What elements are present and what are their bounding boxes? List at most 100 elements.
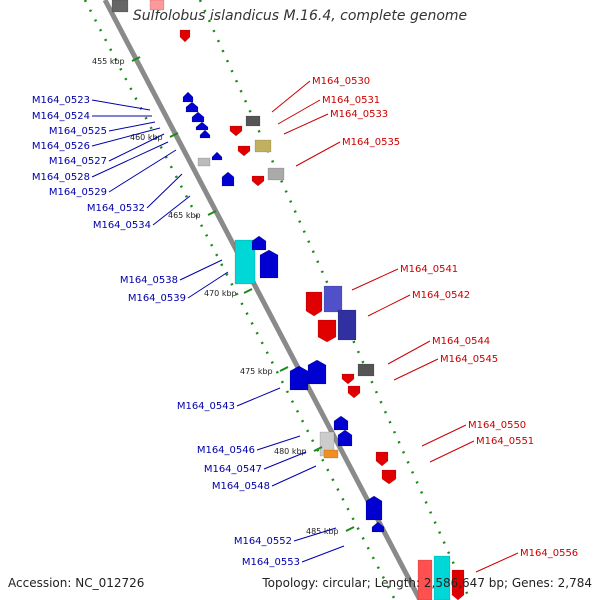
gene-label-forward: M164_0556 <box>520 548 578 559</box>
gene-block <box>199 129 211 139</box>
gene-label-reverse: M164_0547 <box>204 464 262 475</box>
kbp-marker-label: 485 kbp <box>306 527 339 536</box>
gene-label-reverse: M164_0538 <box>120 275 178 286</box>
gene-label-reverse: M164_0543 <box>177 401 235 412</box>
gene-block <box>333 415 349 431</box>
gene-block <box>347 385 361 399</box>
gene-label-forward: M164_0533 <box>330 109 388 120</box>
gene-block <box>111 0 129 13</box>
reverse-leader-line <box>91 141 169 178</box>
gene-label-reverse: M164_0548 <box>212 481 270 492</box>
gene-block <box>305 291 323 317</box>
reverse-leader-line <box>293 527 337 542</box>
gene-block <box>451 569 465 600</box>
kbp-marker-label: 455 kbp <box>92 57 125 66</box>
gene-label-reverse: M164_0534 <box>93 220 151 231</box>
gene-block <box>185 101 199 113</box>
gene-block <box>337 429 353 447</box>
gene-label-reverse: M164_0528 <box>32 172 90 183</box>
gene-label-forward: M164_0545 <box>440 354 498 365</box>
gene-block <box>307 359 327 385</box>
gene-block <box>381 469 397 485</box>
kbp-marker-label: 475 kbp <box>240 367 273 376</box>
gene-block <box>179 29 191 43</box>
reverse-strand-guide <box>83 0 397 600</box>
kbp-marker-label: 480 kbp <box>274 447 307 456</box>
reverse-leader-line <box>236 387 281 407</box>
forward-leader-line <box>393 358 439 381</box>
kbp-tick <box>243 288 253 294</box>
reverse-leader-line <box>91 99 151 111</box>
gene-label-reverse: M164_0525 <box>49 126 107 137</box>
gene-block <box>245 115 261 127</box>
forward-leader-line <box>421 424 467 447</box>
forward-leader-line <box>475 552 519 573</box>
gene-label-reverse: M164_0526 <box>32 141 90 152</box>
gene-block <box>251 235 267 251</box>
gene-label-reverse: M164_0539 <box>128 293 186 304</box>
reverse-leader-line <box>91 127 161 147</box>
reverse-leader-line <box>256 435 301 451</box>
gene-label-forward: M164_0531 <box>322 95 380 106</box>
reverse-leader-line <box>146 173 183 209</box>
forward-leader-line <box>429 440 475 463</box>
topology-label: Topology: circular; Length: 2,586,647 bp… <box>262 576 592 590</box>
gene-label-forward: M164_0541 <box>400 264 458 275</box>
gene-block <box>341 373 355 385</box>
forward-leader-line <box>271 80 311 113</box>
kbp-tick <box>207 210 217 216</box>
gene-label-reverse: M164_0532 <box>87 203 145 214</box>
reverse-leader-line <box>108 149 177 193</box>
gene-block <box>234 239 256 285</box>
reverse-leader-line <box>187 271 229 299</box>
gene-block <box>221 171 235 187</box>
gene-block <box>182 91 194 103</box>
gene-block <box>229 125 243 137</box>
gene-block <box>365 495 383 521</box>
gene-label-reverse: M164_0527 <box>49 156 107 167</box>
gene-block <box>191 111 205 123</box>
reverse-leader-line <box>263 451 307 470</box>
gene-label-forward: M164_0535 <box>342 137 400 148</box>
gene-label-reverse: M164_0529 <box>49 187 107 198</box>
gene-label-reverse: M164_0552 <box>234 536 292 547</box>
gene-block <box>197 157 211 167</box>
kbp-tick <box>345 526 355 532</box>
kbp-marker-label: 460 kbp <box>130 133 163 142</box>
forward-leader-line <box>295 141 341 167</box>
gene-block <box>433 555 451 600</box>
gene-label-forward: M164_0544 <box>432 336 490 347</box>
kbp-tick <box>169 132 179 138</box>
gene-block <box>337 309 357 341</box>
kbp-tick <box>131 56 141 62</box>
forward-leader-line <box>351 268 399 291</box>
kbp-marker-label: 465 kbp <box>168 211 201 220</box>
reverse-leader-line <box>271 465 317 487</box>
gene-block <box>267 167 285 181</box>
gene-label-reverse: M164_0524 <box>32 111 90 122</box>
forward-leader-line <box>387 340 431 365</box>
gene-block <box>211 151 223 161</box>
gene-block <box>237 145 251 157</box>
gene-block <box>195 121 209 131</box>
gene-block <box>251 175 265 187</box>
gene-block <box>317 319 337 343</box>
gene-label-forward: M164_0551 <box>476 436 534 447</box>
gene-block <box>323 449 339 459</box>
reverse-leader-line <box>108 133 165 162</box>
forward-leader-line <box>277 99 321 125</box>
gene-block <box>254 139 272 153</box>
gene-block <box>417 559 433 600</box>
map-title: Sulfolobus islandicus M.16.4, complete g… <box>132 8 468 24</box>
reverse-leader-line <box>179 259 223 281</box>
gene-block <box>289 365 309 391</box>
gene-label-reverse: M164_0546 <box>197 445 255 456</box>
gene-label-reverse: M164_0523 <box>32 95 90 106</box>
gene-block <box>259 249 279 279</box>
reverse-leader-line <box>301 545 345 563</box>
kbp-tick <box>313 446 323 452</box>
reverse-leader-line <box>108 121 156 132</box>
gene-label-forward: M164_0542 <box>412 290 470 301</box>
gene-label-forward: M164_0530 <box>312 76 370 87</box>
